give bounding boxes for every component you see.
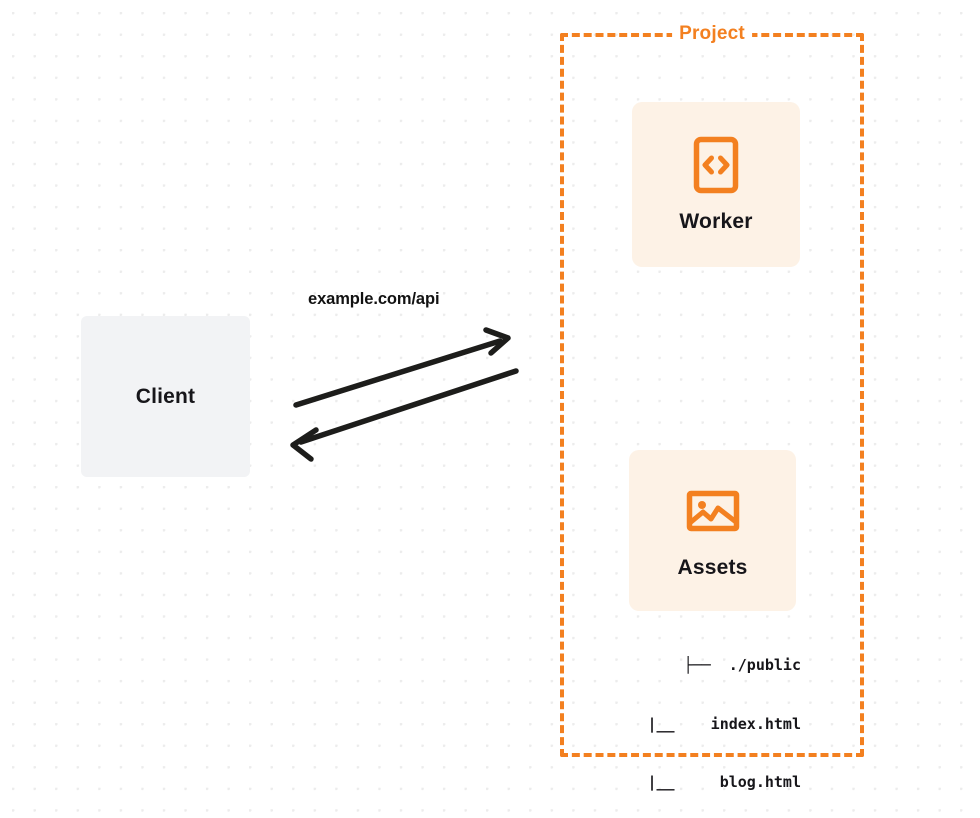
client-node[interactable]: Client <box>81 316 250 477</box>
file-tree-line: |__ index.html <box>647 714 801 733</box>
file-tree-line: ├── ./public <box>683 656 801 674</box>
project-container: Project <box>560 23 864 757</box>
file-tree-line: |__ blog.html <box>647 773 801 791</box>
client-node-label: Client <box>135 384 196 408</box>
assets-node[interactable]: Assets <box>629 450 796 611</box>
project-title: Project <box>672 23 752 45</box>
request-arrow <box>293 327 511 408</box>
code-icon <box>686 135 746 195</box>
assets-file-tree: ├── ./public |__ index.html |__ blog.htm… <box>600 617 801 818</box>
worker-node-label: Worker <box>679 210 753 233</box>
assets-node-label: Assets <box>677 556 748 579</box>
image-icon <box>683 481 743 541</box>
edge-label: example.com/api <box>308 290 440 308</box>
response-arrow <box>290 368 519 462</box>
worker-node[interactable]: Worker <box>632 102 800 267</box>
